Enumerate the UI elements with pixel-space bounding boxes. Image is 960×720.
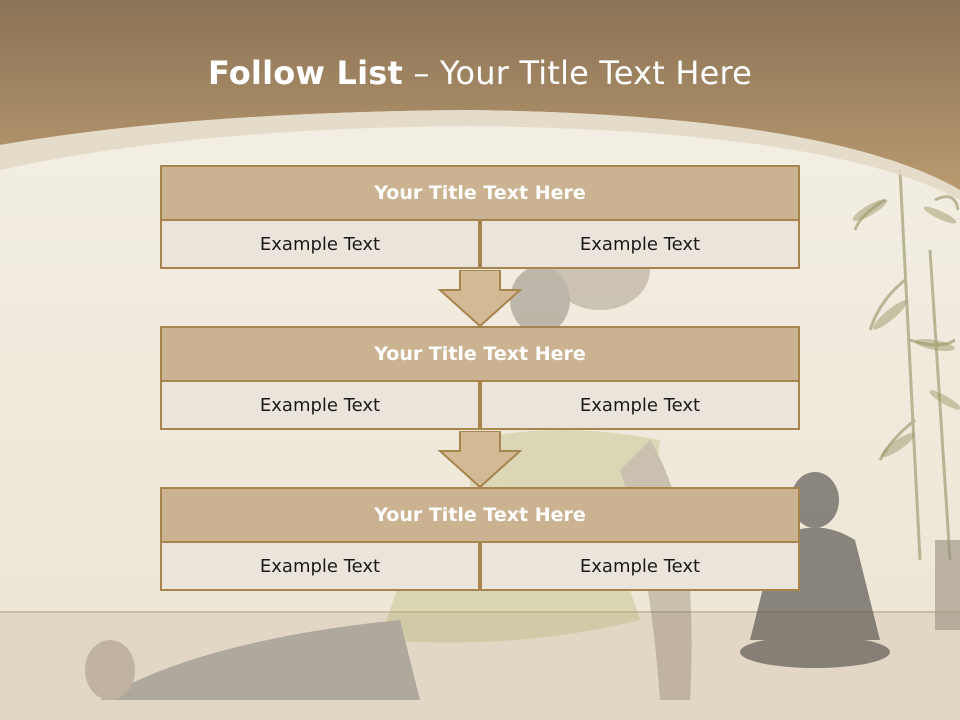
block-title: Your Title Text Here [160, 487, 800, 543]
down-arrow-icon [438, 431, 522, 489]
block-cell-left: Example Text [160, 221, 480, 269]
title-bold: Follow List [207, 54, 404, 92]
block-cell-left: Example Text [160, 543, 480, 591]
list-block-3: Your Title Text Here Example Text Exampl… [160, 487, 800, 591]
block-cell-right: Example Text [480, 221, 800, 269]
block-row: Example Text Example Text [160, 543, 800, 591]
block-cell-left: Example Text [160, 382, 480, 430]
block-row: Example Text Example Text [160, 382, 800, 430]
block-row: Example Text Example Text [160, 221, 800, 269]
block-cell-right: Example Text [480, 382, 800, 430]
slide-title: Follow List – Your Title Text Here [0, 54, 960, 92]
list-block-2: Your Title Text Here Example Text Exampl… [160, 326, 800, 430]
block-cell-right: Example Text [480, 543, 800, 591]
block-title: Your Title Text Here [160, 165, 800, 221]
down-arrow-icon [438, 270, 522, 328]
title-rest: – Your Title Text Here [403, 54, 753, 92]
block-title: Your Title Text Here [160, 326, 800, 382]
list-block-1: Your Title Text Here Example Text Exampl… [160, 165, 800, 269]
